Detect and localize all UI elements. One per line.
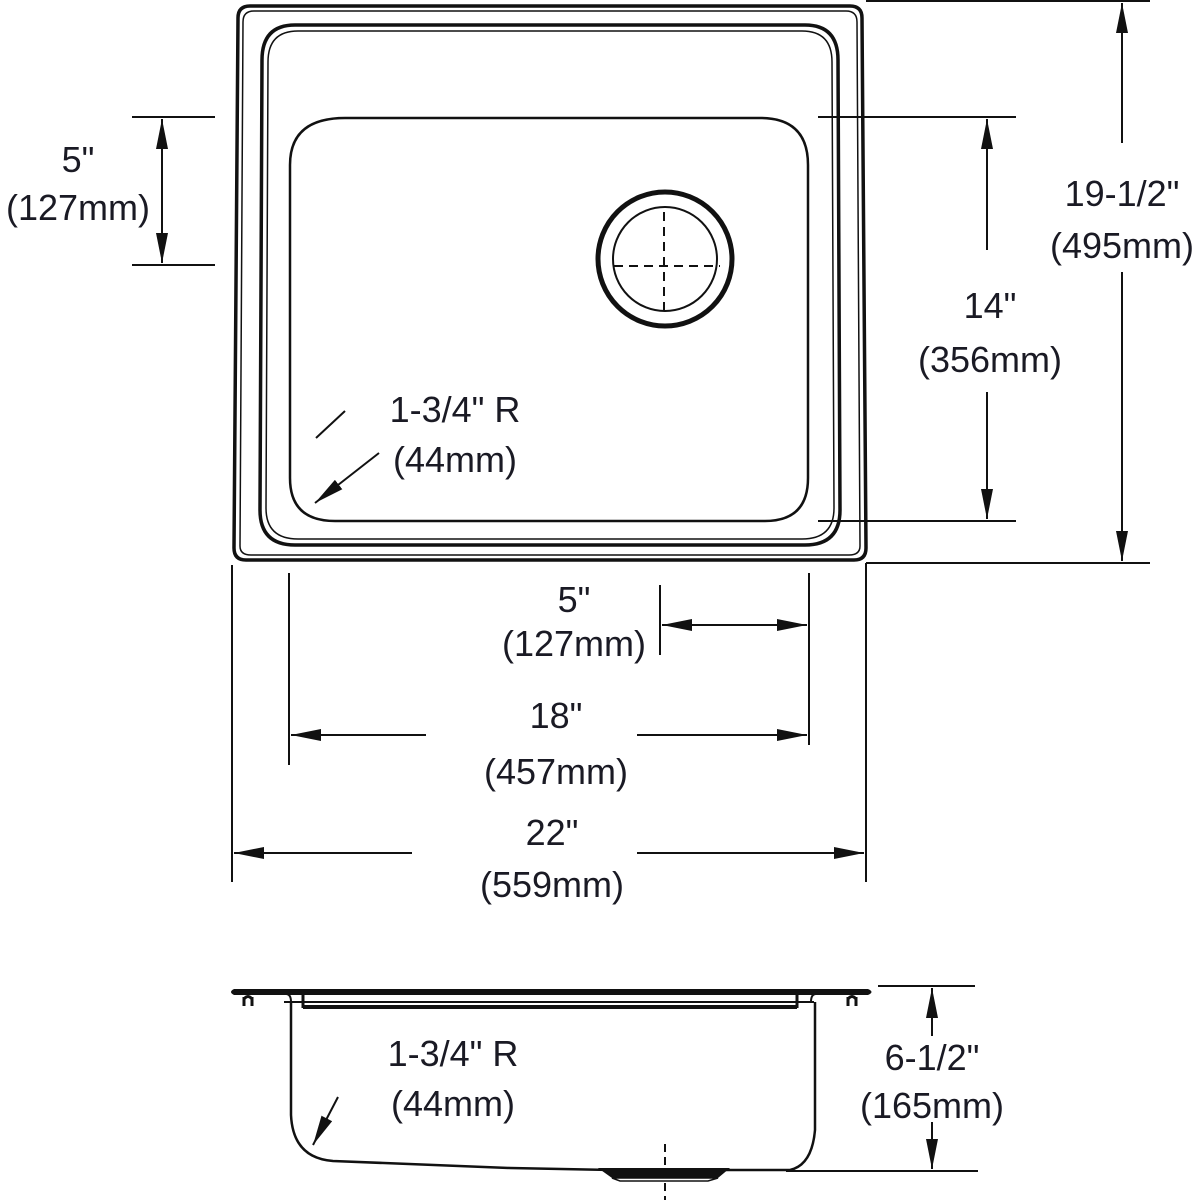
dimension-drain-offset: 5" (127mm): [502, 579, 807, 664]
dimension-corner-radius-side: 1-3/4" R (44mm): [312, 1033, 519, 1146]
sink-inner-rim: [258, 23, 842, 547]
dimension-bowl-width: 18" (457mm): [288, 573, 810, 792]
dim-label-imperial: 6-1/2": [885, 1037, 980, 1078]
mounting-clip-left: [242, 995, 254, 1006]
mounting-clip-right: [846, 995, 858, 1006]
dim-label-metric: (165mm): [860, 1085, 1004, 1126]
dimension-left-offset: 5" (127mm): [6, 116, 215, 266]
dim-label-metric: (356mm): [918, 339, 1062, 380]
dim-label-metric: (457mm): [484, 751, 628, 792]
sink-outer-rim: [232, 4, 868, 562]
dim-label-metric: (559mm): [480, 864, 624, 905]
dim-label-metric: (127mm): [6, 187, 150, 228]
dimension-overall-length: 19-1/2" (495mm): [865, 0, 1194, 882]
side-drain: [598, 1144, 730, 1200]
top-view: 5" (127mm) 14" (356mm) 19-1/2" (495mm): [6, 0, 1194, 905]
dim-label-metric: (44mm): [391, 1083, 515, 1124]
dim-label-imperial: 14": [964, 285, 1017, 326]
dimension-corner-radius-top: 1-3/4" R (44mm): [314, 389, 521, 504]
drain-icon: [595, 189, 735, 329]
dimension-bowl-length: 14" (356mm): [818, 116, 1062, 522]
dim-label-imperial: 1-3/4" R: [388, 1033, 519, 1074]
dim-label-imperial: 18": [530, 695, 583, 736]
dimension-overall-width: 22" (559mm): [231, 565, 864, 905]
dim-label-imperial: 19-1/2": [1065, 173, 1180, 214]
side-rim: [231, 989, 872, 995]
dimension-depth: 6-1/2" (165mm): [786, 985, 1004, 1172]
side-view: 1-3/4" R (44mm) 6-1/2" (165mm): [231, 985, 1004, 1200]
dim-label-imperial: 22": [526, 812, 579, 853]
dim-label-metric: (127mm): [502, 623, 646, 664]
dim-label-metric: (44mm): [393, 439, 517, 480]
dim-label-imperial: 1-3/4" R: [390, 389, 521, 430]
side-bowl-outline: [289, 1002, 817, 1172]
dim-label-imperial: 5": [558, 579, 591, 620]
dim-label-imperial: 5": [62, 139, 95, 180]
bowl-outline: [288, 116, 810, 523]
dim-label-metric: (495mm): [1050, 225, 1194, 266]
